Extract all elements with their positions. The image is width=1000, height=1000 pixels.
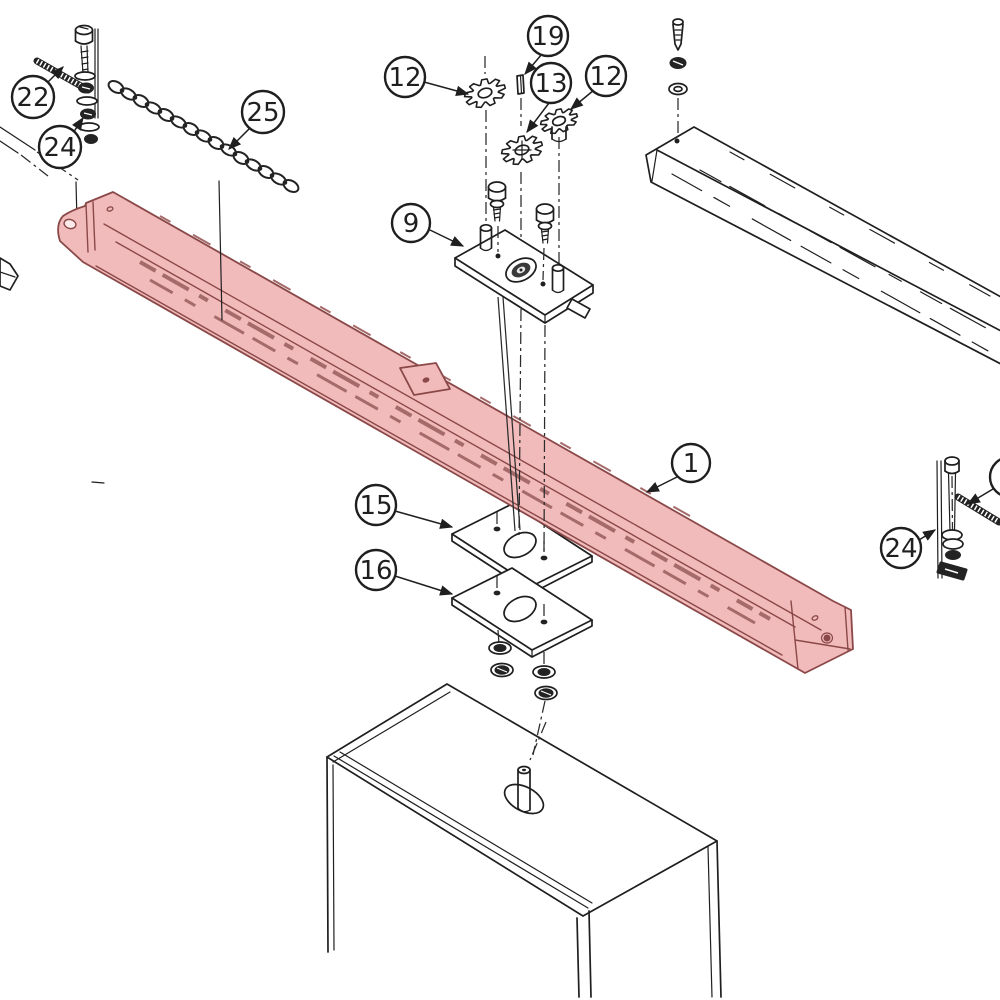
chain: [107, 79, 300, 194]
mounting-plate-16: [451, 567, 593, 658]
sprocket-13: [500, 135, 544, 166]
left-construction-lines: [0, 126, 105, 484]
cross-beam-screw-stack: [668, 18, 688, 137]
left-partial-bracket: [0, 257, 19, 291]
plate-bolt-left: [487, 181, 507, 252]
svg-text:9: 9: [403, 209, 420, 239]
callout-12-left: 12: [383, 55, 470, 99]
flanged-nuts: [488, 629, 558, 756]
callout-24-left: 24: [37, 116, 84, 170]
right-bolt-assembly-24: [936, 456, 1000, 581]
callout-19: 19: [524, 14, 570, 76]
svg-text:15: 15: [359, 491, 392, 521]
svg-text:1: 1: [683, 449, 700, 479]
callout-9: 9: [390, 202, 465, 247]
callout-1: 1: [645, 442, 712, 493]
crossing-centerlines: [218, 180, 546, 553]
callout-partial-right: [966, 458, 1000, 505]
sprocket-12-right: [539, 108, 579, 143]
svg-text:12: 12: [589, 62, 622, 92]
callout-24-right: 24: [879, 526, 937, 570]
callout-13: 13: [526, 61, 573, 134]
svg-text:24: 24: [884, 534, 917, 564]
sprocket-12-left: [463, 78, 507, 109]
svg-text:24: 24: [43, 133, 76, 163]
plate-bolt-right: [535, 203, 555, 281]
adjuster-plate-9-assembly: [454, 110, 594, 324]
washer-nut-stack-24: [74, 71, 100, 144]
right-bolt: [944, 456, 960, 533]
svg-text:13: 13: [534, 69, 567, 99]
callout-22: 22: [10, 66, 64, 120]
svg-text:19: 19: [531, 22, 564, 52]
callout-16: 16: [354, 548, 454, 596]
sprocket-group: [463, 56, 579, 166]
pivot-stud: [517, 765, 531, 813]
pin-19: [516, 74, 525, 126]
right-washer-nut-stack: [936, 529, 968, 581]
svg-text:22: 22: [16, 83, 49, 113]
callout-12-right: 12: [569, 54, 628, 110]
cross-beam: [645, 126, 1000, 365]
callouts: 1 9 12 13 12 19 15: [10, 14, 1000, 596]
highlighted-beam: [57, 191, 854, 674]
callout-25: 25: [228, 89, 286, 150]
svg-text:25: 25: [246, 98, 279, 128]
callout-15: 15: [354, 483, 454, 529]
svg-text:16: 16: [359, 556, 392, 586]
svg-text:12: 12: [388, 63, 421, 93]
plate-stud-right: [551, 263, 565, 294]
right-threaded-rod: [954, 493, 1000, 526]
bolt-22-head: [74, 24, 94, 74]
plate-stud-left: [479, 223, 493, 252]
pedestal-box: [326, 683, 722, 998]
